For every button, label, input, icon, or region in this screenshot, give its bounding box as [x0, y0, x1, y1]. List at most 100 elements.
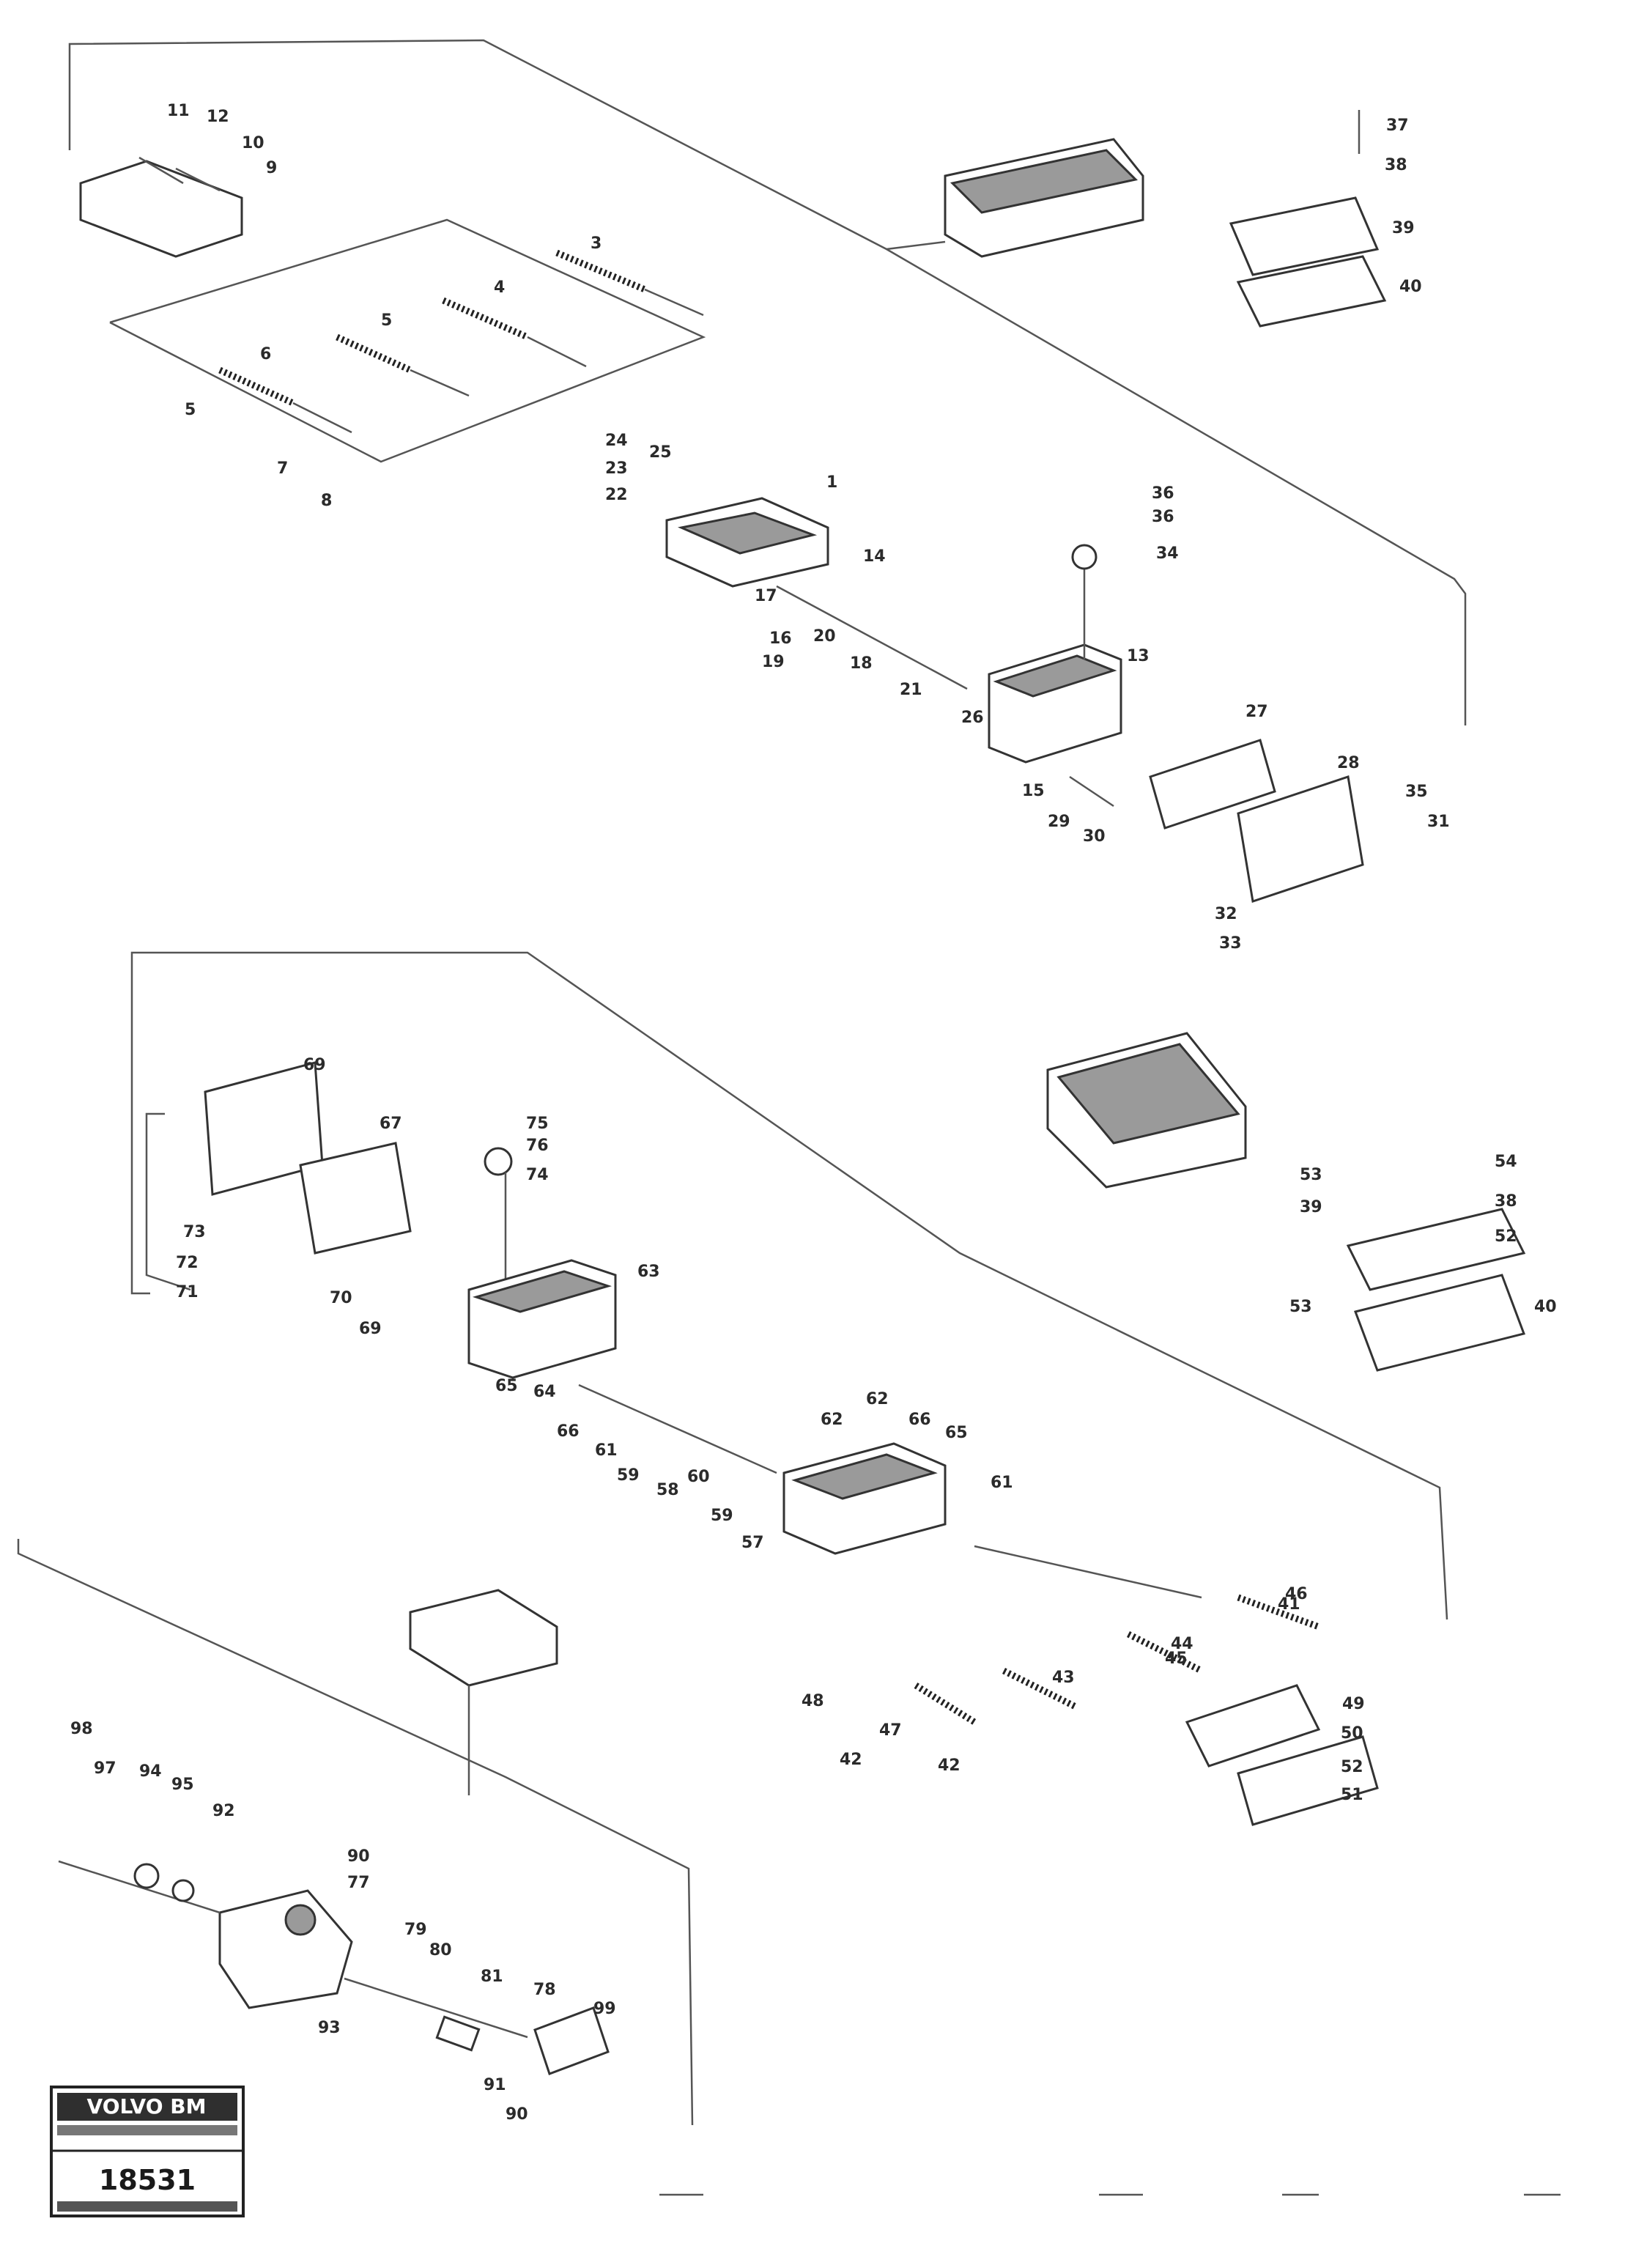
part-label: 40 [1399, 278, 1422, 296]
part-label: 6 [260, 345, 271, 363]
part-label: 11 [167, 102, 190, 120]
spring [1126, 1630, 1204, 1674]
part-label: 34 [1156, 544, 1179, 563]
part-label: 59 [711, 1507, 733, 1525]
group-outline-middle [130, 951, 1448, 1620]
part-label: 39 [1392, 219, 1415, 237]
part-label: 69 [303, 1056, 326, 1074]
part-label: 52 [1341, 1758, 1363, 1776]
part-label: 75 [526, 1115, 549, 1133]
part-label: 78 [533, 1981, 556, 1999]
part-label: 73 [183, 1223, 206, 1241]
part-label: 44 [1171, 1635, 1193, 1653]
part-label: 42 [938, 1757, 960, 1775]
part-label: 31 [1427, 813, 1450, 831]
part-label: 52 [1495, 1227, 1517, 1246]
part-label: 65 [495, 1377, 518, 1395]
spring [1237, 1594, 1320, 1630]
spring [336, 333, 412, 374]
part-label: 50 [1341, 1724, 1363, 1743]
part-label: 79 [404, 1921, 427, 1939]
part-label: 91 [484, 2076, 506, 2094]
part-label: 99 [593, 2000, 616, 2018]
part-label: 27 [1245, 703, 1268, 721]
valve-housing [218, 1889, 353, 2009]
part-label: 71 [176, 1283, 199, 1301]
part-label: 63 [637, 1263, 660, 1281]
part-label: 70 [330, 1289, 352, 1307]
inset-cover [1236, 255, 1387, 328]
part-label: 45 [1165, 1650, 1188, 1668]
part-label: 67 [380, 1115, 402, 1133]
part-label: 42 [840, 1751, 862, 1769]
part-label: 22 [605, 486, 628, 504]
top-assembly [79, 110, 1387, 903]
part-label: 28 [1337, 754, 1360, 772]
part-label: 65 [945, 1424, 968, 1442]
inset-gasket [1229, 196, 1380, 276]
stamp-number: 18531 [99, 2164, 196, 2196]
part-label: 74 [526, 1166, 549, 1184]
part-label: 5 [185, 401, 196, 419]
part-label: 64 [533, 1383, 556, 1401]
part-label: 90 [506, 2105, 528, 2124]
part-label: 15 [1022, 782, 1045, 800]
part-label: 54 [1495, 1153, 1517, 1171]
part-label: 66 [557, 1422, 580, 1441]
gasket [1149, 739, 1276, 830]
part-label: 36 [1152, 484, 1174, 503]
part-label: 26 [961, 709, 984, 727]
part-label: 9 [266, 159, 277, 177]
part-label: 81 [481, 1968, 503, 1986]
part-label: 46 [1285, 1585, 1308, 1603]
spring [555, 249, 646, 293]
part-label: 5 [381, 311, 392, 330]
inset-cover [1354, 1274, 1525, 1372]
part-label: 58 [656, 1481, 679, 1499]
part-label: 41 [1278, 1595, 1300, 1614]
part-label: 12 [207, 108, 229, 126]
part-label: 29 [1048, 813, 1070, 831]
bottom-assembly [58, 1589, 610, 2075]
part-label: 72 [176, 1254, 199, 1272]
spring [442, 297, 529, 341]
part-label: 17 [755, 587, 777, 605]
part-label: 40 [1534, 1298, 1557, 1316]
part-label: 25 [649, 443, 672, 462]
stamp-brand: VOLVO BM [87, 2094, 207, 2119]
part-label: 59 [617, 1466, 640, 1485]
part-label: 43 [1052, 1669, 1075, 1687]
part-label: 16 [769, 629, 792, 648]
part-label: 19 [762, 653, 785, 671]
part-label: 35 [1405, 783, 1428, 801]
part-label: 14 [863, 547, 886, 566]
gasket [299, 1142, 412, 1255]
part-label: 94 [139, 1762, 162, 1781]
part-label: 48 [802, 1692, 824, 1710]
part-labels: 11 12 10 9 3 4 5 6 5 8 7 8 24 25 23 22 1… [70, 102, 1557, 2124]
volvo-stamp: VOLVO BM 18531 [50, 2086, 245, 2217]
end-cover [1237, 1735, 1379, 1826]
middle-assembly [145, 1032, 1526, 1826]
part-label: 39 [1300, 1198, 1322, 1216]
part-label: 90 [347, 1847, 370, 1866]
part-label: 37 [1386, 117, 1409, 135]
part-label: 13 [1127, 647, 1150, 665]
part-label: 66 [908, 1411, 931, 1429]
part-label: 47 [879, 1721, 902, 1740]
part-label: 49 [1342, 1695, 1365, 1713]
part-label: 21 [900, 681, 922, 699]
part-label: 77 [347, 1874, 370, 1892]
part-label: 3 [591, 234, 602, 253]
group-outline-bottom [17, 1539, 694, 2126]
part-label: 8 [321, 492, 332, 510]
spring [218, 366, 295, 407]
part-label: 18 [850, 654, 873, 673]
part-label: 62 [866, 1390, 889, 1408]
part-label: 53 [1289, 1298, 1312, 1316]
group-outline-top [68, 39, 1467, 725]
spring [914, 1682, 977, 1725]
part-label: 97 [94, 1759, 116, 1778]
part-label: 93 [318, 2019, 341, 2037]
